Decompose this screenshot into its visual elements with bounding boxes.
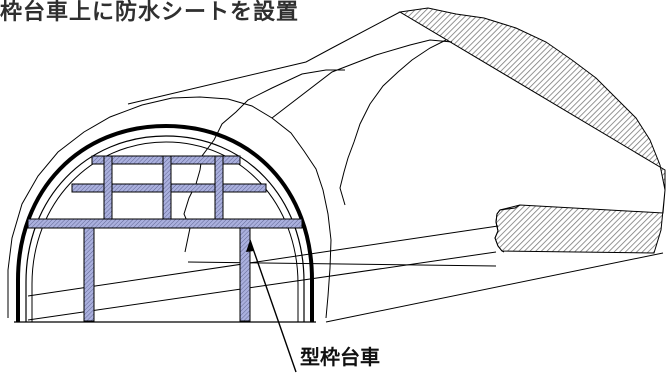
excavation-ring-2 — [339, 39, 447, 206]
diagram-heading: 枠台車上に防水シートを設置 — [0, 0, 300, 25]
rock-outline — [7, 96, 332, 319]
lining-arch-outer — [16, 123, 314, 322]
excavation-ring-1 — [183, 69, 345, 253]
formwork-carriage-frame — [27, 155, 303, 322]
far-tunnel-face — [398, 7, 666, 254]
formwork-carriage-label: 型枠台車 — [300, 345, 380, 369]
